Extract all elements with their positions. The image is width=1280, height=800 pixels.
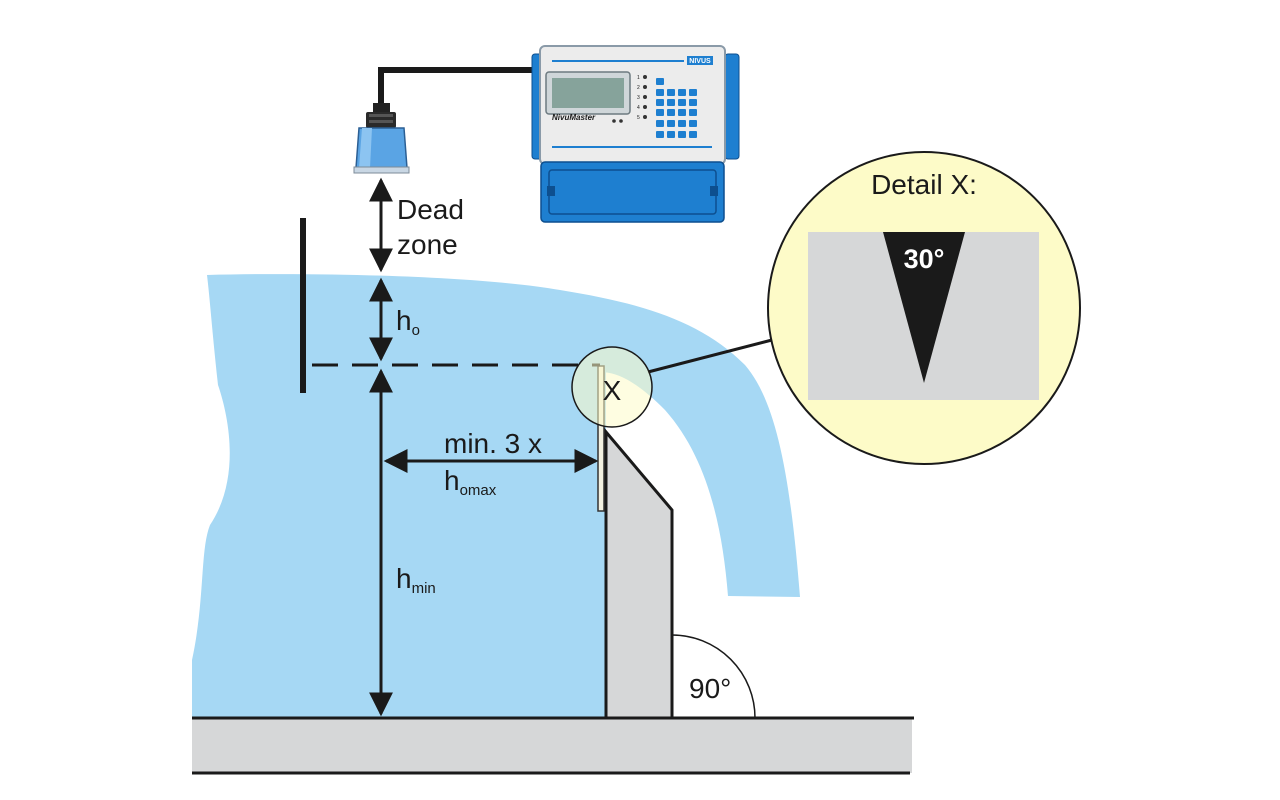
- detail-leader-line: [647, 338, 773, 374]
- channel-1-label: 1: [637, 75, 640, 81]
- detail-angle-label: 30°: [904, 244, 945, 274]
- min-distance-label: min. 3 x: [444, 428, 542, 459]
- h-min-label: hmin: [396, 563, 436, 597]
- sensor-cable: [378, 67, 548, 107]
- device-brand: NIVUS: [689, 58, 711, 65]
- channel-4-label: 4: [637, 105, 640, 111]
- channel-indicators: 1 2 3 4 5: [612, 75, 647, 123]
- right-angle-arc: [671, 634, 756, 719]
- dead-zone-label-line1: Dead: [397, 194, 464, 225]
- h-omax-label: homax: [444, 465, 497, 499]
- h-o-label: ho: [396, 305, 420, 339]
- weir-wall: [604, 427, 674, 720]
- detail-x-callout: Detail X: 30°: [767, 151, 1081, 465]
- keypad: [656, 78, 697, 138]
- detail-title: Detail X:: [871, 169, 977, 200]
- floor-slab: [192, 718, 912, 773]
- transmitter-icon: NIVUS NivuMaster 1 2 3 4 5: [531, 45, 740, 223]
- right-angle-label: 90°: [689, 673, 731, 704]
- ultrasonic-sensor-icon: [353, 103, 410, 174]
- v-notch-shape: [883, 232, 965, 383]
- detail-marker-label: X: [603, 375, 622, 406]
- detail-marker-circle: [571, 346, 653, 428]
- channel-2-label: 2: [637, 85, 640, 91]
- channel-5-label: 5: [637, 115, 640, 121]
- channel-3-label: 3: [637, 95, 640, 101]
- dead-zone-label-line2: zone: [397, 229, 458, 260]
- device-name: NivuMaster: [552, 113, 596, 122]
